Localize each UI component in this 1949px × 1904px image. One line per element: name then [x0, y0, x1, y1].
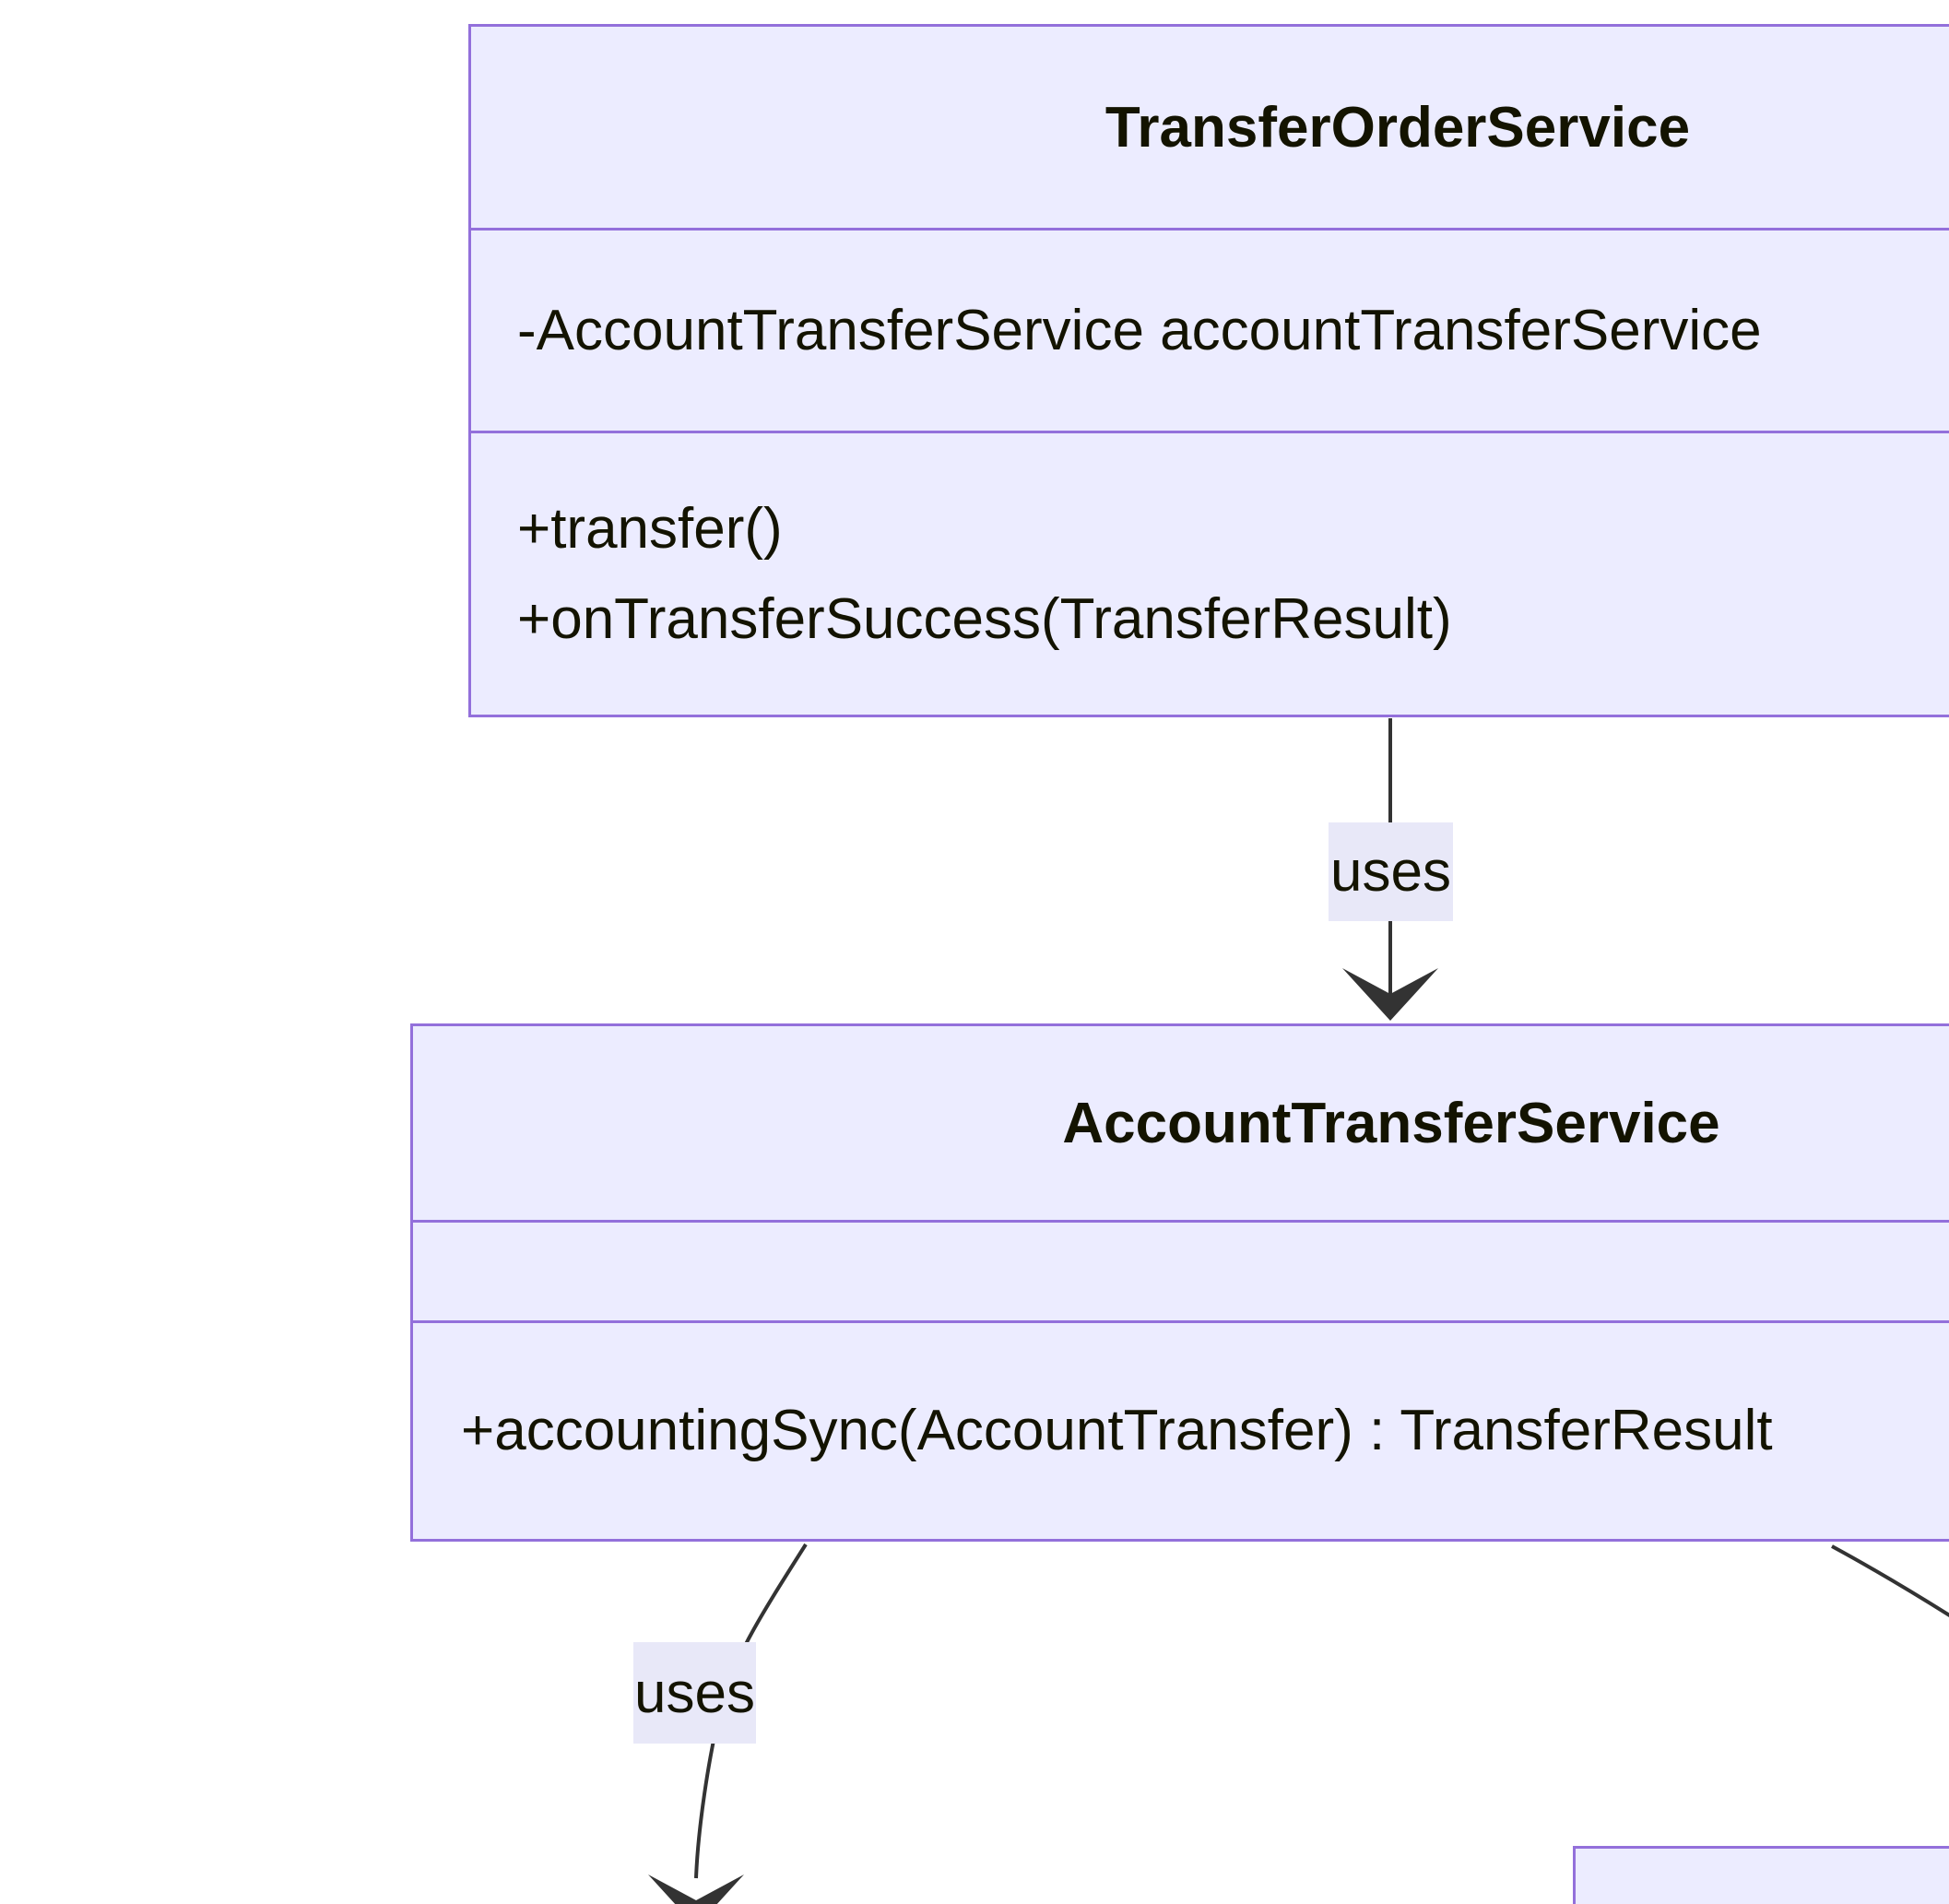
class-attributes-row: -AccountTransferService accountTransferS… — [471, 228, 1949, 431]
class-box-account-transfer-service: AccountTransferService +accountingSync(A… — [410, 1023, 1949, 1542]
dependency-edge-3 — [1831, 1544, 1949, 1617]
class-method: +transfer() — [517, 496, 783, 561]
class-title-row: AccountTransferService — [413, 1026, 1949, 1220]
class-title-row: TransferOrderService — [471, 27, 1949, 228]
class-method: +accountingSync(AccountTransfer) : Trans… — [461, 1399, 1773, 1462]
class-name: AccountTransferService — [1062, 1091, 1720, 1155]
arrowhead-icon-2 — [648, 1874, 744, 1904]
edge-label-text: uses — [1330, 840, 1451, 904]
class-attribute: -AccountTransferService accountTransferS… — [517, 298, 1762, 362]
class-attributes-row-empty — [413, 1220, 1949, 1320]
edge-label-text: uses — [634, 1661, 755, 1725]
edge-label-uses-2: uses — [633, 1642, 756, 1744]
class-method: +onTransferSuccess(TransferResult) — [517, 586, 1452, 651]
class-box-partial-bottom-right — [1573, 1846, 1949, 1904]
class-box-transfer-order-service: TransferOrderService -AccountTransferSer… — [468, 24, 1949, 717]
edge-label-uses-1: uses — [1329, 822, 1453, 921]
class-methods-row: +accountingSync(AccountTransfer) : Trans… — [413, 1320, 1949, 1539]
class-methods-row: +transfer() +onTransferSuccess(TransferR… — [471, 431, 1949, 715]
arrowhead-icon-1 — [1342, 968, 1438, 1021]
class-name: TransferOrderService — [1104, 95, 1691, 160]
